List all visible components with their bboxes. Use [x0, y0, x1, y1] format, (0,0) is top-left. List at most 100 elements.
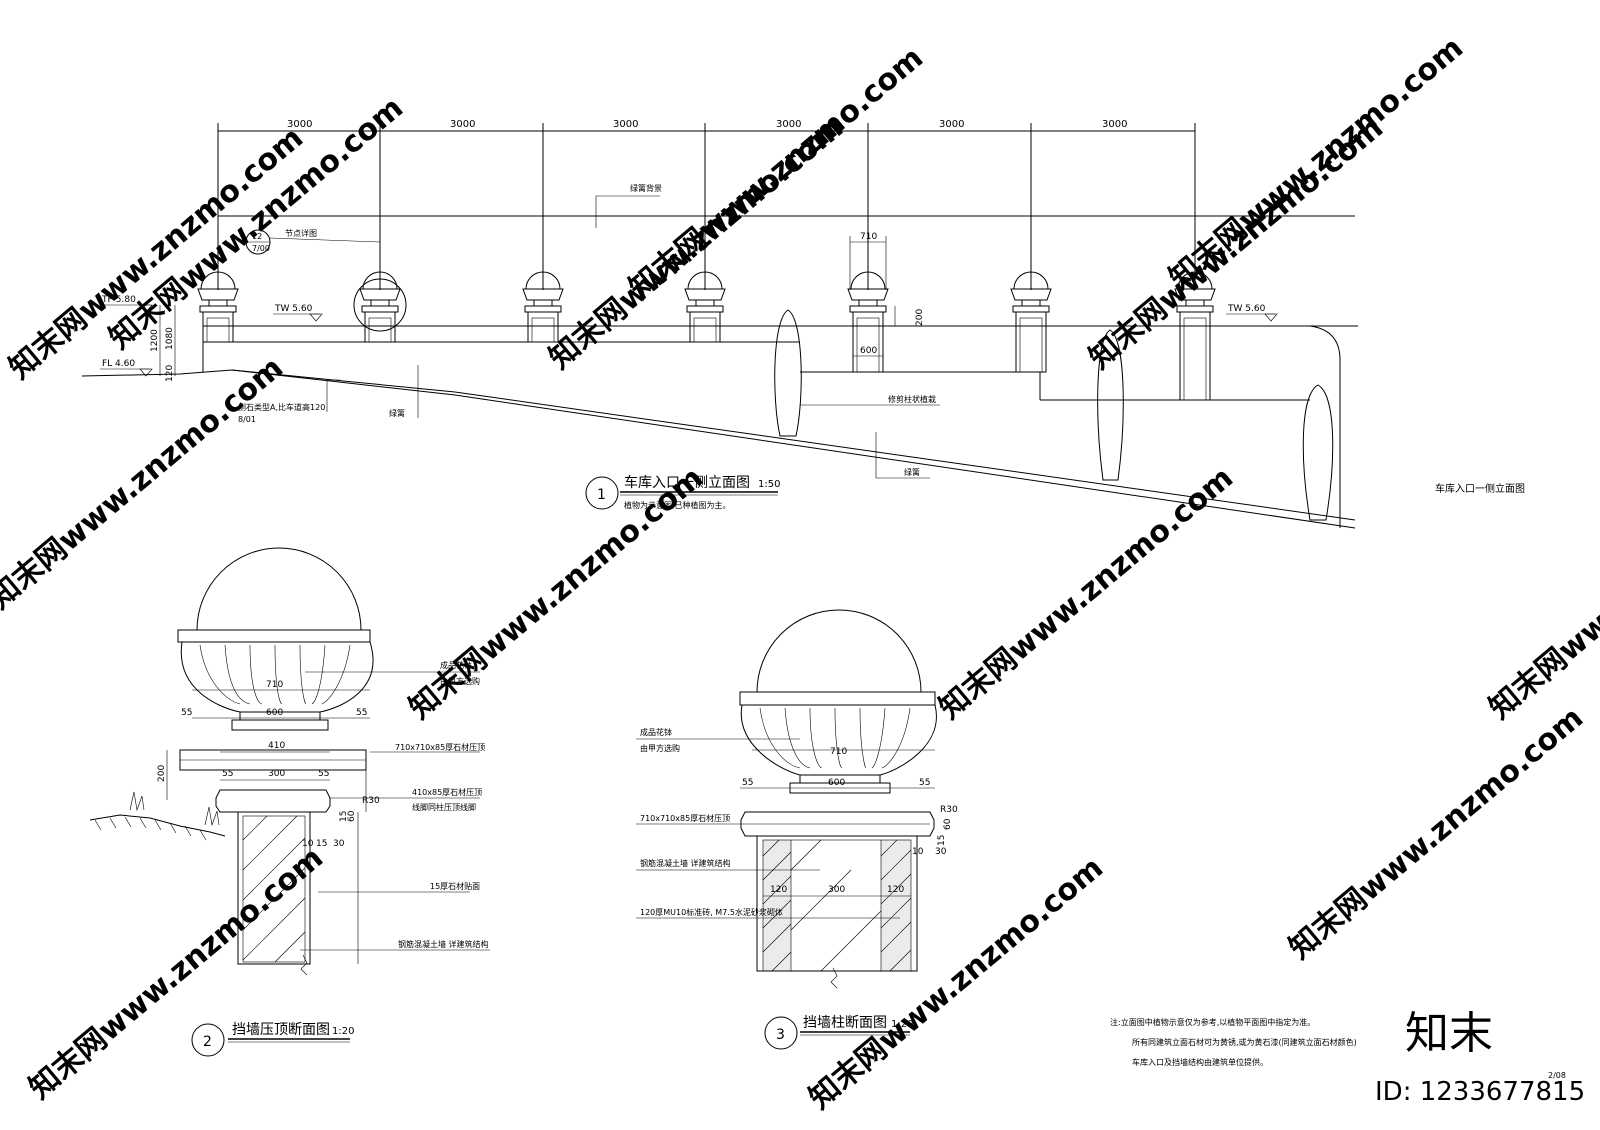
topiary-plant: [774, 309, 802, 437]
s2-note-1b: 由甲方选购: [440, 676, 480, 686]
s2-dim-300: 300: [268, 769, 285, 779]
s2-dim-60: 60: [347, 810, 357, 822]
s2-dim-600: 600: [266, 708, 283, 718]
label-curb-note: 侧石类型A,比车道高120: [238, 402, 325, 412]
s3-note-4: 120厚MU10标准砖, M7.5水泥砂浆砌体: [640, 907, 783, 917]
note-line-2: 所有同建筑立面石材可为黄锈,或为黄石漆(同建筑立面石材颜色): [1132, 1037, 1357, 1047]
watermark-text: 知末网www.znzmo.com: [933, 460, 1240, 726]
label-greenery-2: 绿篱: [904, 467, 920, 477]
s2-dim-10: 10: [302, 839, 314, 849]
s3-dim-10: 10: [912, 847, 924, 857]
dim-200: 200: [915, 309, 925, 326]
level-tp: TP 5.80: [101, 295, 136, 305]
general-notes: 注:立面图中植物示意仅为参考,以植物平面图中指定为准。 所有同建筑立面石材可为黄…: [1110, 1017, 1566, 1080]
span-dim-6: 3000: [1102, 119, 1127, 130]
label-greenery-bg: 绿篱背景: [630, 183, 662, 193]
span-dim-1: 3000: [287, 119, 312, 130]
s2-dim-15a: 15: [316, 839, 327, 849]
span-dim-4: 3000: [776, 119, 801, 130]
s2-note-4: 15厚石材贴面: [430, 881, 480, 891]
watermark-id: ID: 1233677815: [1375, 1077, 1585, 1107]
level-fl: FL 4.60: [102, 359, 135, 369]
note-line-3: 车库入口及挡墙结构由建筑单位提供。: [1132, 1057, 1268, 1067]
detail-ref-sheet: 7/00: [252, 244, 270, 253]
s3-dim-120a: 120: [770, 885, 787, 895]
s2-note-2: 710x710x85厚石材压顶: [395, 742, 485, 752]
s2-dim-15b: 15: [339, 811, 349, 822]
side-caption: 车库入口一侧立面图: [1435, 482, 1525, 495]
scale-elevation: 1:50: [758, 479, 780, 490]
title-elevation: 车库入口一侧立面图: [624, 474, 750, 491]
s3-dim-15: 15: [937, 835, 947, 846]
watermark-text: 知末网www.znzmo.com: [803, 850, 1110, 1116]
title-number-3: 3: [776, 1027, 785, 1043]
s3-dim-300: 300: [828, 885, 845, 895]
dim-120: 120: [165, 365, 175, 382]
pillar: [197, 271, 239, 343]
topiary-plant: [1097, 329, 1124, 481]
s3-dim-710: 710: [830, 747, 847, 757]
section-3-drawing: 710 55 600 55 R30 60 10 15 30 120 300 12…: [636, 609, 958, 1050]
s3-dim-55b: 55: [919, 778, 930, 788]
pillar-row: [197, 271, 1216, 401]
pillar: [1010, 271, 1052, 373]
page-number: 2/08: [1548, 1071, 1566, 1080]
watermark-text: 知末网www.znzmo.com: [623, 40, 930, 306]
elevation-drawing: 3000 3000 3000 3000 3000 3000 绿篱背景 12 7/…: [81, 119, 1525, 529]
label-detail-ref: 节点详图: [285, 228, 317, 238]
scale-section-3: 1:20: [891, 1019, 913, 1030]
s3-dim-30: 30: [935, 847, 947, 857]
scale-section-2: 1:20: [332, 1026, 354, 1037]
note-elevation: 植物为示意图,已种植图为主。: [624, 500, 731, 510]
level-tw-left: TW 5.60: [274, 304, 313, 314]
s2-dim-410: 410: [268, 741, 285, 751]
watermark-text: 知末网www.znzmo.com: [0, 350, 290, 616]
detail-ref-number: 12: [252, 232, 262, 241]
label-topiary: 修剪柱状植栽: [888, 394, 936, 404]
pillar: [847, 271, 889, 373]
s3-dim-600: 600: [828, 778, 845, 788]
dim-1080: 1080: [165, 327, 175, 350]
dim-600: 600: [860, 346, 877, 356]
watermark-text: 知末网www.znzmo.com: [1483, 460, 1600, 726]
watermark-text: 知末网www.znzmo.com: [23, 840, 330, 1106]
watermark-text: 知末网www.znzmo.com: [103, 90, 410, 356]
s3-note-1b: 由甲方选购: [640, 743, 680, 753]
title-number-1: 1: [597, 487, 606, 503]
span-dim-5: 3000: [939, 119, 964, 130]
dim-710: 710: [860, 232, 877, 242]
s3-r30: R30: [940, 805, 958, 815]
s3-dim-120b: 120: [887, 885, 904, 895]
watermark-logo: 知末: [1405, 1008, 1493, 1059]
label-curb-ref: 8/01: [238, 415, 256, 424]
dimension-ticks: [217, 123, 1196, 290]
span-dim-3: 3000: [613, 119, 638, 130]
level-tw-right: TW 5.60: [1227, 304, 1266, 314]
label-greenery-1: 绿篱: [389, 408, 405, 418]
s2-dim-710: 710: [266, 680, 283, 690]
pillar: [522, 271, 564, 343]
dim-1200: 1200: [150, 329, 160, 352]
s3-dim-60: 60: [943, 818, 953, 830]
title-number-2: 2: [203, 1034, 212, 1050]
watermark-text: 知末网www.znzmo.com: [1163, 30, 1470, 296]
s2-dim-55a: 55: [181, 708, 192, 718]
s3-note-3: 钢筋混凝土墙 详建筑结构: [640, 858, 731, 868]
pillar: [353, 271, 407, 343]
s2-note-3b: 线脚同柱压顶线脚: [412, 802, 476, 812]
s3-dim-55a: 55: [742, 778, 753, 788]
s2-dim-55c: 55: [222, 769, 233, 779]
span-dim-2: 3000: [450, 119, 475, 130]
section-2-drawing: 710 55 600 55 410 55 300 55 200 R30 60 1…: [89, 547, 490, 1057]
note-line-1: 注:立面图中植物示意仅为参考,以植物平面图中指定为准。: [1110, 1017, 1315, 1027]
s2-dim-30: 30: [333, 839, 345, 849]
title-section-2: 挡墙压顶断面图: [232, 1022, 330, 1038]
s2-dim-55b: 55: [356, 708, 367, 718]
s2-dim-55d: 55: [318, 769, 329, 779]
s2-note-3a: 410x85厚石材压顶: [412, 787, 482, 797]
s3-note-1a: 成品花钵: [640, 727, 672, 737]
pillar: [1174, 271, 1216, 401]
s3-note-2: 710x710x85厚石材压顶: [640, 813, 730, 823]
watermark-layer: 知末网www.znzmo.com 知末网www.znzmo.com 知末网www…: [0, 30, 1600, 1116]
